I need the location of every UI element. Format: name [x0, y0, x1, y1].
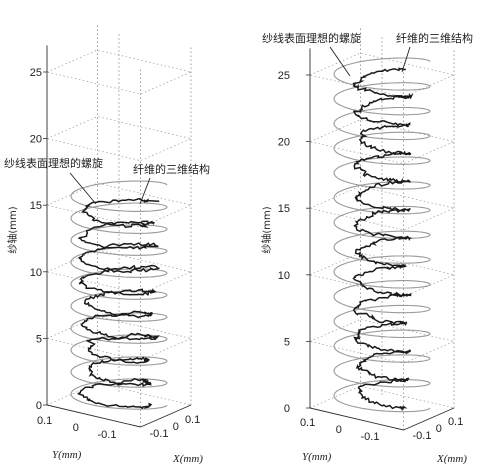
- annotation-leader: [329, 46, 351, 77]
- grid: [309, 26, 455, 431]
- z-tick-label: 10: [278, 270, 290, 282]
- x-tick-label: 0: [436, 423, 442, 435]
- grid-plane: [46, 182, 192, 228]
- z-tick-label: 5: [36, 333, 42, 345]
- z-tick-label: 20: [278, 137, 290, 149]
- z-tick-label: 25: [278, 70, 290, 82]
- grid-plane: [309, 319, 455, 364]
- z-tick-label: 25: [30, 67, 42, 79]
- annotation-leader: [139, 177, 151, 205]
- fiber-3d-line: [352, 67, 414, 411]
- y-axis-line: [46, 404, 141, 428]
- annotation-leader: [401, 46, 411, 73]
- z-axis-label: 纱轴(mm): [6, 206, 19, 253]
- annotation-fiber-structure: 纤维的三维结构: [396, 31, 473, 45]
- x-tick-label: -0.1: [413, 430, 432, 442]
- y-axis-line: [309, 407, 404, 431]
- grid-plane: [309, 119, 455, 164]
- x-tick-label: 0: [173, 421, 179, 433]
- grid-plane: [309, 385, 455, 431]
- x-axis-line: [403, 407, 455, 431]
- fiber-3d-line: [77, 197, 160, 410]
- x-axis-line: [140, 404, 192, 428]
- z-axis-label: 纱轴(mm): [260, 206, 273, 253]
- grid-plane: [46, 316, 192, 361]
- z-tick-label: 5: [284, 336, 290, 348]
- y-tick-label: -0.1: [361, 431, 380, 443]
- annotation-leader: [69, 172, 97, 205]
- x-tick-label: 0.1: [185, 414, 200, 426]
- y-tick-label: 0: [336, 424, 342, 436]
- z-tick-label: 15: [278, 203, 290, 215]
- grid-plane: [46, 116, 192, 161]
- y-axis-label: Y(mm): [52, 449, 82, 461]
- y-tick-label: 0.1: [37, 415, 52, 427]
- z-tick-label: 0: [284, 403, 290, 415]
- grid-plane: [46, 49, 192, 95]
- y-tick-label: 0: [73, 422, 79, 434]
- x-tick-label: -0.1: [150, 428, 169, 440]
- grid-plane: [309, 185, 455, 231]
- annotation-fiber-structure: 纤维的三维结构: [133, 162, 210, 176]
- x-axis-label: X(mm): [436, 453, 467, 465]
- z-tick-label: 20: [30, 134, 42, 146]
- z-tick-label: 10: [30, 267, 42, 279]
- left-helix-chart: 0 5 10 15 20 25 纱轴(mm) 0.1 0 -0.1Y(mm) -0.1 0 0.1X(m…: [4, 23, 210, 465]
- y-axis-label: Y(mm): [302, 451, 332, 463]
- right-helix-chart: 0 5 10 15 20 25 纱轴(mm) 0.1 0 -0.1Y(mm) -0.1 0 0.1X(m…: [260, 26, 473, 465]
- grid-plane: [309, 52, 455, 98]
- z-tick-label: 15: [30, 200, 42, 212]
- x-axis-label: X(mm): [172, 453, 203, 465]
- y-tick-label: 0.1: [300, 417, 315, 429]
- y-tick-label: -0.1: [98, 429, 117, 441]
- grid-plane: [46, 382, 192, 428]
- annotation-ideal-helix: 纱线表面理想的螺旋: [262, 31, 361, 45]
- x-tick-label: 0.1: [448, 416, 463, 428]
- z-tick-label: 0: [36, 400, 42, 412]
- annotation-ideal-helix: 纱线表面理想的螺旋: [4, 156, 103, 170]
- ideal-helix-line: [70, 180, 168, 410]
- grid-plane: [309, 252, 455, 298]
